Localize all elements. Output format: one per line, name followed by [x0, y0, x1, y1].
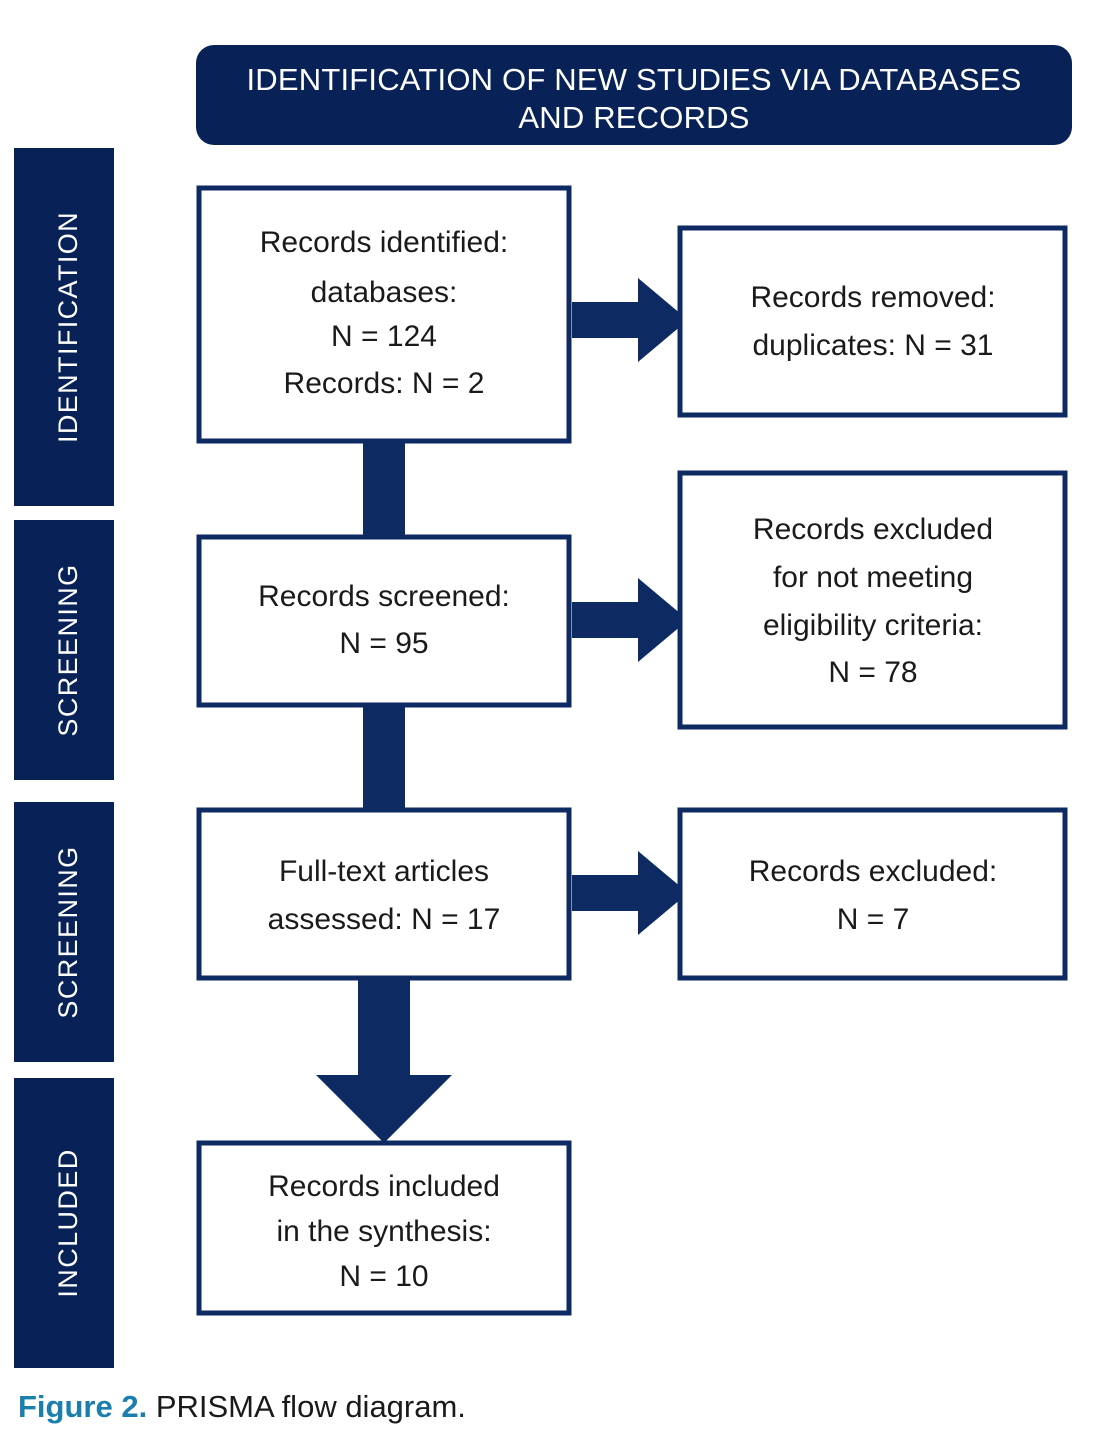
box-records-screened-line-2: N = 95: [339, 627, 428, 660]
box-records-excluded-eligibility-rect: [677, 470, 1068, 730]
connector-identified-to-screened: [363, 438, 405, 550]
stage-bar-screening-1-rect: [14, 520, 114, 780]
header-banner-line-1: IDENTIFICATION OF NEW STUDIES VIA DATABA…: [246, 62, 1021, 97]
box-records-excluded-eligibility: Records excluded for not meeting eligibi…: [677, 470, 1068, 730]
box-records-excluded-line-2: N = 7: [837, 903, 910, 936]
box-records-excluded-eligibility-line-1: Records excluded: [753, 513, 993, 546]
box-fulltext-assessed-line-2: assessed: N = 17: [268, 903, 501, 936]
stage-bar-screening-2-rect: [14, 802, 114, 1062]
box-records-included-line-2: in the synthesis:: [276, 1215, 491, 1248]
box-records-identified: Records identified: databases: N = 124 R…: [196, 185, 572, 444]
stage-bar-identification-rect: [14, 148, 114, 506]
figure-caption-label: Figure 2.: [18, 1389, 148, 1424]
stage-bar-included: INCLUDED: [14, 1078, 114, 1368]
stage-bar-screening-1-label: SCREENING: [53, 563, 83, 736]
box-records-excluded-eligibility-line-2: for not meeting: [773, 561, 973, 594]
arrow-identified-to-removed: [572, 278, 688, 362]
box-fulltext-assessed-line-1: Full-text articles: [279, 855, 489, 888]
box-records-included-line-1: Records included: [268, 1170, 500, 1203]
box-records-identified-line-1: Records identified:: [260, 226, 508, 259]
stage-bar-screening-2-label: SCREENING: [53, 845, 83, 1018]
figure-caption-text: PRISMA flow diagram.: [147, 1389, 466, 1424]
box-records-removed-rect: [677, 225, 1068, 418]
box-records-identified-line-2: databases:: [311, 276, 458, 309]
stage-bar-identification-label: IDENTIFICATION: [53, 211, 83, 443]
box-records-removed: Records removed: duplicates: N = 31: [677, 225, 1068, 418]
header-banner-rect: [196, 45, 1072, 145]
stage-bar-included-label: INCLUDED: [53, 1148, 83, 1297]
box-fulltext-assessed: Full-text articles assessed: N = 17: [196, 807, 572, 981]
box-records-removed-line-1: Records removed:: [750, 281, 995, 314]
box-records-excluded-eligibility-line-3: eligibility criteria:: [763, 609, 983, 642]
stage-bar-included-rect: [14, 1078, 114, 1368]
box-records-included-rect: [196, 1140, 572, 1316]
arrow-fulltext-to-excluded: [572, 851, 688, 935]
box-records-excluded-line-1: Records excluded:: [749, 855, 997, 888]
box-records-excluded-rect: [677, 807, 1068, 981]
box-records-included: Records included in the synthesis: N = 1…: [196, 1140, 572, 1316]
stage-bar-screening-2: SCREENING: [14, 802, 114, 1062]
box-records-screened-rect: [196, 534, 572, 708]
box-records-excluded: Records excluded: N = 7: [677, 807, 1068, 981]
arrow-fulltext-to-included: [316, 970, 452, 1143]
box-records-included-line-3: N = 10: [339, 1260, 428, 1293]
box-records-excluded-eligibility-line-4: N = 78: [828, 656, 917, 689]
figure-caption: Figure 2. PRISMA flow diagram.: [18, 1389, 466, 1425]
header-banner-line-2: AND RECORDS: [518, 100, 749, 135]
arrow-screened-to-excluded-eligibility: [572, 578, 688, 662]
box-records-screened: Records screened: N = 95: [196, 534, 572, 708]
connector-screened-to-fulltext: [363, 700, 405, 820]
stage-bar-screening-1: SCREENING: [14, 520, 114, 780]
box-records-removed-line-2: duplicates: N = 31: [753, 329, 994, 362]
box-fulltext-assessed-rect: [196, 807, 572, 981]
stage-bar-identification: IDENTIFICATION: [14, 148, 114, 506]
box-records-identified-line-4: Records: N = 2: [284, 367, 485, 400]
box-records-screened-line-1: Records screened:: [258, 580, 510, 613]
box-records-identified-line-3: N = 124: [331, 320, 437, 353]
box-records-identified-rect: [196, 185, 572, 444]
header-banner: IDENTIFICATION OF NEW STUDIES VIA DATABA…: [196, 45, 1072, 145]
